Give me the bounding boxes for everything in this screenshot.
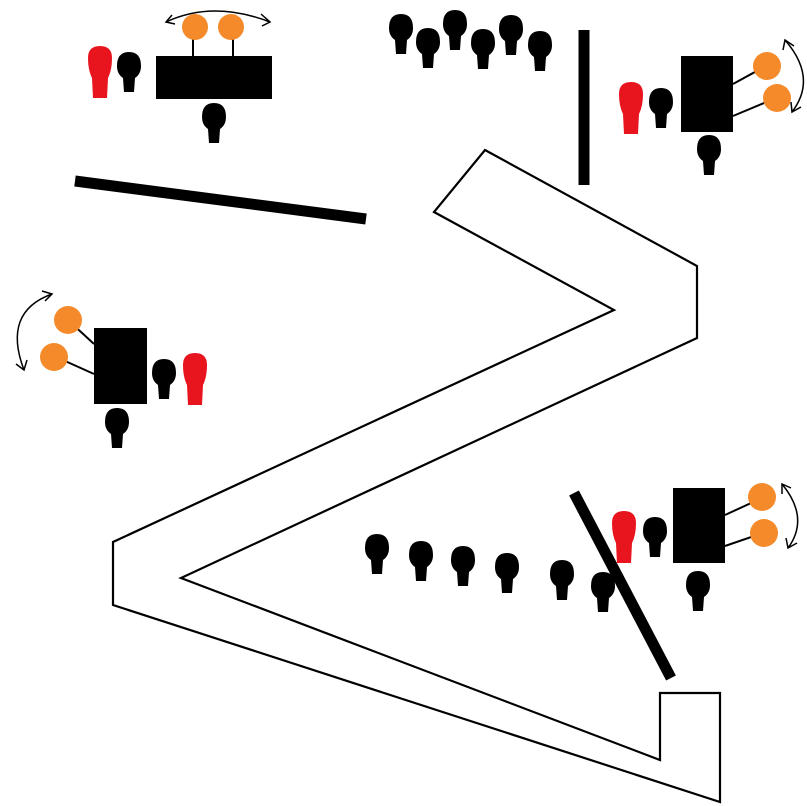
ball-icon	[40, 343, 68, 371]
swap-arrow-icon	[16, 293, 53, 371]
swap-arrow-icon	[781, 483, 799, 549]
person-icon	[416, 28, 440, 68]
person-icon	[495, 553, 519, 593]
ball-icon	[763, 84, 791, 112]
person-icon	[389, 14, 413, 54]
highlighted-person-icon	[183, 353, 207, 405]
swap-arrow-icon	[784, 39, 805, 113]
person-icon	[643, 517, 667, 557]
person-icon	[528, 31, 552, 71]
highlighted-person-icon	[88, 46, 112, 98]
person-icon	[550, 560, 574, 600]
figure-group-top	[389, 10, 552, 71]
arrowhead	[164, 14, 176, 25]
highlighted-person-icon	[612, 511, 636, 563]
person-icon	[365, 534, 389, 574]
barrier-diagonal-left	[74, 175, 367, 225]
ball-icon	[218, 14, 244, 40]
person-icon	[499, 15, 523, 55]
person-icon	[105, 408, 129, 448]
person-icon	[471, 29, 495, 69]
zigzag-path	[111, 148, 722, 804]
station-middle-left	[15, 290, 207, 448]
station-top-right	[619, 38, 805, 175]
highlighted-person-icon	[619, 82, 643, 134]
person-icon	[152, 359, 176, 399]
person-icon	[686, 571, 710, 611]
arrowhead	[782, 38, 795, 51]
person-icon	[443, 10, 467, 50]
arrowhead	[15, 359, 28, 372]
station-block	[156, 56, 272, 99]
station-top-left	[88, 10, 272, 143]
station-block	[681, 56, 733, 132]
person-icon	[591, 572, 615, 612]
person-icon	[649, 88, 673, 128]
ball-icon	[54, 306, 82, 334]
swap-arrow-icon	[165, 10, 271, 23]
ball-icon	[748, 483, 776, 511]
person-icon	[202, 103, 226, 143]
ball-icon	[753, 52, 781, 80]
person-icon	[117, 52, 141, 92]
arrowhead	[785, 537, 798, 550]
station-bottom-right	[612, 482, 799, 611]
person-icon	[697, 135, 721, 175]
station-block	[94, 328, 147, 404]
station-block	[673, 488, 725, 563]
arrowhead	[260, 13, 272, 27]
arrowhead	[781, 482, 792, 494]
person-icon	[451, 546, 475, 586]
barrier-diagonal-bottom	[569, 490, 676, 681]
arrowhead	[41, 290, 54, 302]
ball-icon	[182, 14, 208, 40]
figure-group-bottom	[365, 534, 615, 612]
arrowhead	[790, 101, 802, 114]
ball-icon	[750, 519, 778, 547]
person-icon	[409, 541, 433, 581]
